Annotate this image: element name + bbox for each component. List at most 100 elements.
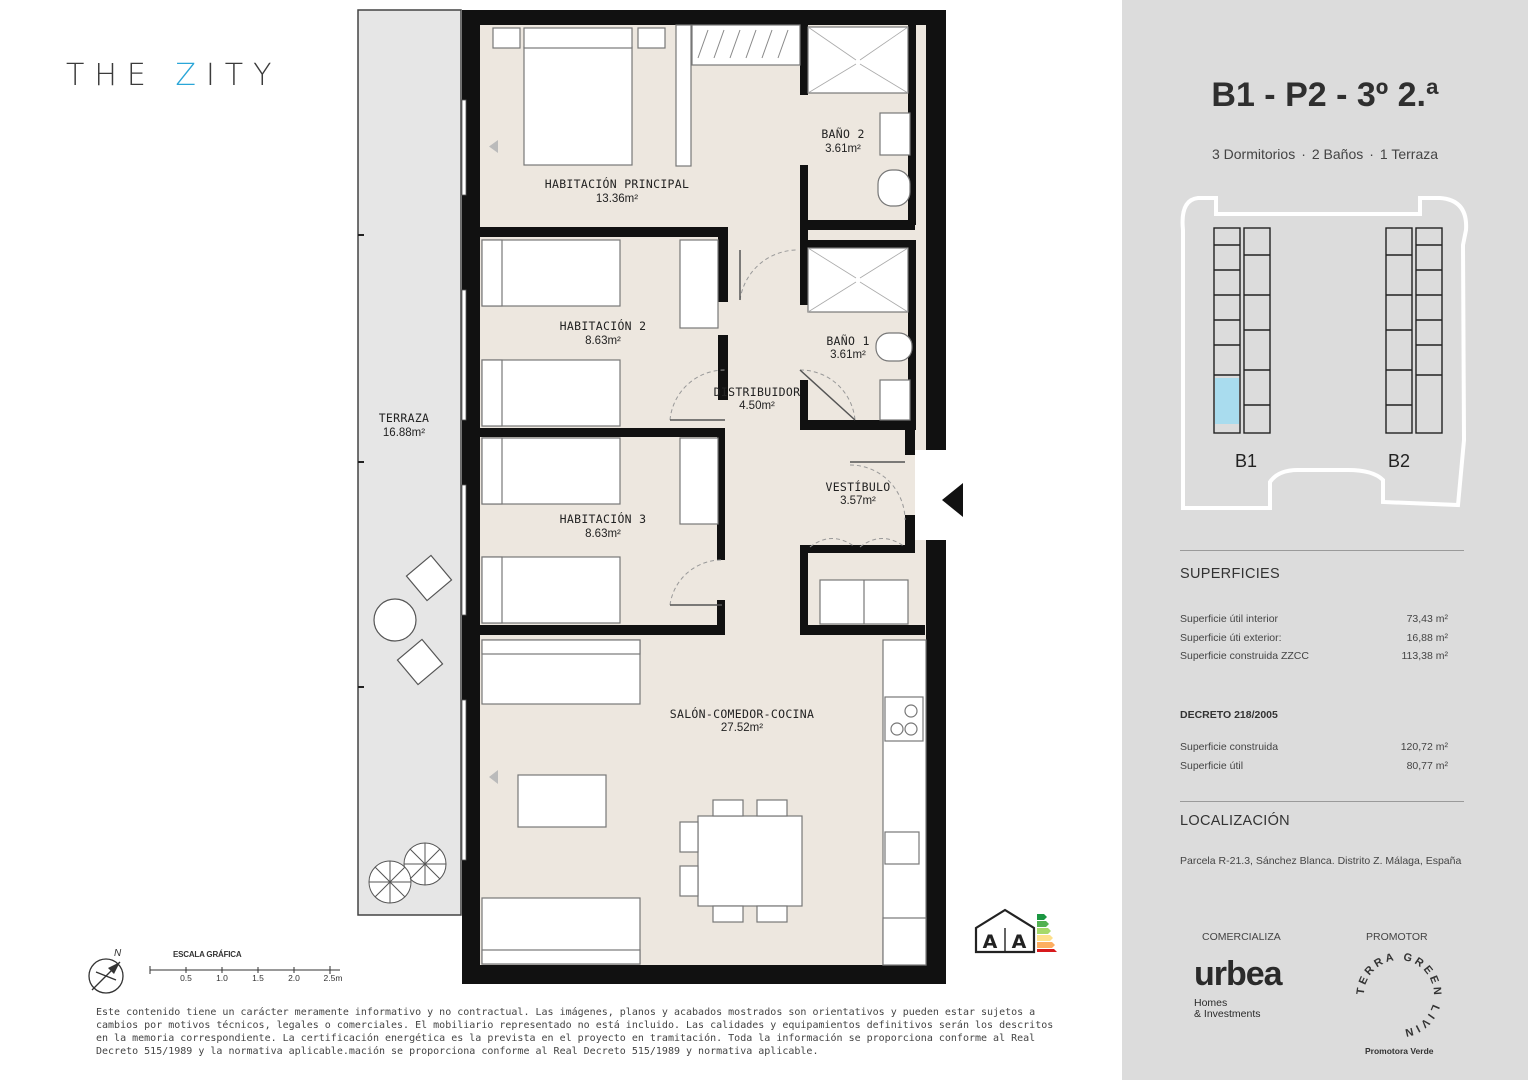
row-label: Superficie úti exterior:: [1180, 632, 1282, 644]
terrace-railing-posts: [358, 234, 364, 688]
facade-windows: [461, 99, 467, 861]
closet-shelving: [691, 24, 801, 66]
decreto-title: DECRETO 218/2005: [1180, 709, 1278, 721]
bedroom2-furniture: [481, 239, 719, 427]
block-b2-outline: [1385, 227, 1443, 434]
urbea-logo: urbea: [1194, 955, 1283, 993]
graphic-scale: 0.5 1.0 1.5 2.0 2.5m: [149, 966, 343, 983]
logo-post: ITY: [205, 58, 282, 93]
closet-hangers: [697, 29, 789, 59]
decreto-row: Superficie útil 80,77 m²: [1180, 760, 1448, 772]
single-bed: [481, 437, 621, 505]
window-marker-icon: [489, 770, 498, 784]
toilet: [875, 332, 913, 362]
urbea-subtitle: Homes& Investments: [1194, 998, 1261, 1020]
localizacion-title: LOCALIZACIÓN: [1180, 813, 1290, 829]
comercializa-label: COMERCIALIZA: [1202, 931, 1281, 943]
shower-drain-lines: [807, 247, 909, 313]
room-area-habitacion-2: 8.63m²: [585, 335, 621, 347]
urbea-sub-line2: & Investments: [1194, 1008, 1261, 1020]
room-area-terraza: 16.88m²: [383, 427, 425, 439]
row-value: 73,43 m²: [1406, 613, 1448, 625]
terrace-plants: [368, 842, 447, 904]
wardrobe: [679, 239, 719, 329]
floor-plan: HABITACIÓN PRINCIPAL 13.36m² BAÑO 2 3.61…: [88, 9, 1057, 994]
interior-walls: [480, 25, 925, 635]
logo-pre: THE: [66, 58, 176, 93]
unit-title: B1 - P2 - 3º 2.ª: [1211, 76, 1439, 114]
unit-highlight: [1215, 378, 1239, 424]
row-value: 113,38 m²: [1401, 650, 1449, 662]
divider: [1180, 801, 1464, 802]
bedroom3-furniture: [481, 437, 909, 625]
cooktop-burners: [890, 704, 918, 736]
block-label-b2: B2: [1388, 451, 1410, 471]
living-furniture: [481, 639, 927, 966]
promotor-subtitle: Promotora Verde: [1365, 1046, 1434, 1056]
energy-rating-left: A: [983, 931, 998, 953]
urbea-sub-line1: Homes: [1194, 997, 1228, 1009]
room-name-habitacion-3: HABITACIÓN 3: [560, 511, 647, 526]
scale-tick-label: 0.5: [180, 973, 192, 983]
room-name-vestibulo: VESTÍBULO: [825, 479, 890, 494]
double-bed: [523, 46, 633, 166]
room-name-salon-comedor-cocina: SALÓN-COMEDOR-COCINA: [670, 706, 814, 721]
terrace-chair: [405, 554, 453, 602]
kitchen-sink: [884, 831, 920, 865]
room-area-distribuidor: 4.50m²: [739, 400, 775, 412]
washbasin: [879, 379, 911, 421]
north-arrow-icon: N: [88, 948, 124, 994]
brand-logo: THE ZITY: [66, 58, 281, 93]
room-name-habitacion-2: HABITACIÓN 2: [560, 318, 647, 333]
unit-features: 3 Dormitorios·2 Baños·1 Terraza: [1211, 146, 1439, 162]
block-label-b1: B1: [1235, 451, 1257, 471]
room-name-bano-1: BAÑO 1: [826, 333, 869, 348]
energy-rating-badge: A A: [974, 908, 1057, 954]
localizacion-text: Parcela R-21.3, Sánchez Blanca. Distrito…: [1180, 855, 1462, 867]
terrace-area: [357, 9, 462, 916]
single-bed: [481, 556, 621, 624]
disclaimer-text: Este contenido tiene un carácter meramen…: [96, 1007, 1054, 1057]
scale-tick-label: 1.0: [216, 973, 228, 983]
superficies-row: Superficie úti exterior: 16,88 m²: [1180, 632, 1448, 644]
logo-z: Z: [175, 58, 206, 93]
kitchen-counter: [882, 639, 927, 966]
terrace-chair: [396, 638, 444, 686]
wardrobe: [675, 24, 692, 167]
room-area-habitacion-3: 8.63m²: [585, 528, 621, 540]
row-value: 80,77 m²: [1406, 760, 1448, 772]
window-marker-icon: [489, 140, 498, 153]
promotor-logo-text: TERRA GREEN LIVING: [1344, 950, 1443, 1039]
single-bed: [481, 239, 621, 307]
superficies-row: Superficie útil interior 73,43 m²: [1180, 613, 1448, 625]
block-b1-outline: [1213, 227, 1271, 434]
row-value: 120,72 m²: [1400, 741, 1448, 753]
coffee-table: [517, 774, 607, 828]
row-value: 16,88 m²: [1406, 632, 1448, 644]
row-label: Superficie útil: [1180, 760, 1244, 772]
room-name-terraza: TERRAZA: [379, 411, 430, 425]
feature-bathrooms: 2 Baños: [1311, 146, 1364, 162]
row-label: Superficie útil interior: [1180, 613, 1279, 625]
room-area-habitacion-principal: 13.36m²: [596, 193, 638, 205]
toilet: [877, 169, 911, 207]
building-location-map: B1 B2: [1180, 196, 1469, 510]
door-leaves: [670, 250, 905, 606]
scale-title: ESCALA GRÁFICA: [173, 950, 242, 959]
promotor-label: PROMOTOR: [1366, 931, 1428, 943]
room-name-habitacion-principal: HABITACIÓN PRINCIPAL: [545, 176, 689, 191]
wardrobe: [679, 437, 719, 525]
entrance-notch: [915, 450, 950, 540]
shower-drain-lines: [807, 26, 909, 94]
feature-bedrooms: 3 Dormitorios: [1211, 146, 1296, 162]
washbasin: [879, 112, 911, 156]
terrace-table: [373, 598, 417, 642]
energy-rating-right: A: [1012, 931, 1027, 953]
superficies-title: SUPERFICIES: [1180, 566, 1280, 582]
scale-tick-label: 2.5m: [324, 973, 343, 983]
room-name-bano-2: BAÑO 2: [821, 126, 864, 141]
info-panel: B1 - P2 - 3º 2.ª 3 Dormitorios·2 Baños·1…: [1122, 0, 1528, 1080]
single-bed: [481, 359, 621, 427]
cooktop: [884, 696, 924, 742]
